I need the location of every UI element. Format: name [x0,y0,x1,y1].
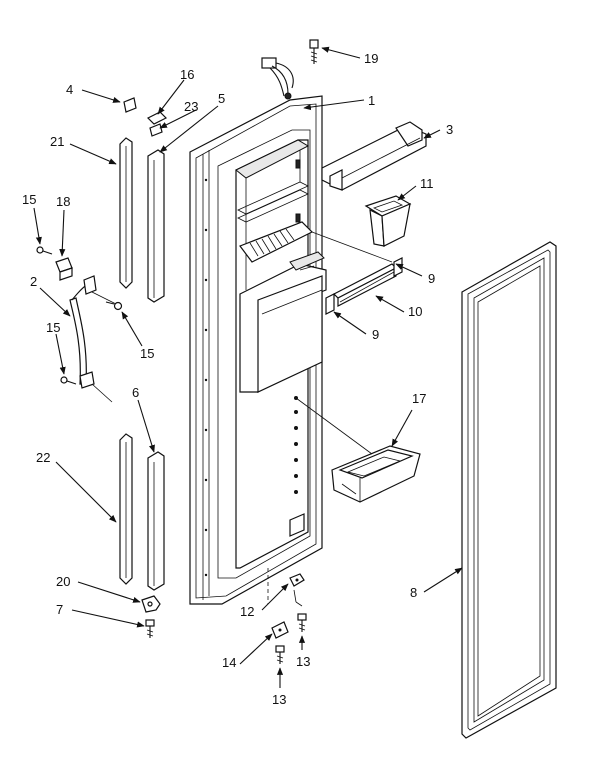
callout-4: 4 [66,82,73,97]
callout-23: 23 [184,99,198,114]
trim-strip-5 [147,149,165,303]
leader-lines [33,46,463,688]
callout-8: 8 [410,585,417,600]
handle-2 [69,275,117,403]
callout-15-right: 15 [140,346,154,361]
callout-10: 10 [408,304,422,319]
screw-15-lower [60,376,77,385]
door-edge-screws [204,178,208,577]
callout-7: 7 [56,602,63,617]
callout-9-lower: 9 [372,327,379,342]
callout-19: 19 [364,51,378,66]
callout-labels: 1 19 3 11 9 10 9 17 8 4 16 5 23 21 15 18… [22,51,453,707]
callout-9-upper: 9 [428,271,435,286]
screw-7 [145,619,155,638]
cap-4 [123,97,137,113]
screw-15-right [105,301,123,311]
callout-11: 11 [420,176,434,191]
wire-harness [261,57,294,100]
door-bin-17 [331,445,421,503]
hinge-14 [271,621,289,639]
hinge-dashed-axis [267,568,303,607]
cap-16 [146,111,168,125]
callout-16: 16 [180,67,194,82]
door-panel [189,57,327,605]
callout-13-bottom: 13 [272,692,286,707]
screw-19 [309,39,319,64]
callout-17: 17 [412,391,426,406]
ice-grille [239,213,314,263]
callout-5: 5 [218,91,225,106]
handle-mount-18 [55,257,73,281]
callout-1: 1 [368,93,375,108]
door-gasket-8 [461,241,557,739]
cap-23 [149,123,163,137]
callout-6: 6 [132,385,139,400]
callout-20: 20 [56,574,70,589]
callout-2: 2 [30,274,37,289]
callout-21: 21 [50,134,64,149]
callout-18: 18 [56,194,70,209]
callout-15-lower: 15 [46,320,60,335]
channel-10 [332,263,398,307]
screw-15-upper [36,246,53,255]
screw-13-upper [297,613,307,632]
clip-9-lower [325,293,335,315]
hinge-12 [289,573,305,587]
trim-strip-22 [119,433,133,585]
clip-9-upper [393,257,403,277]
chute-11 [364,195,412,247]
dispenser-cover [239,251,327,393]
callout-14: 14 [222,655,236,670]
trim-strip-6 [147,451,165,591]
clip-20 [141,595,161,613]
callout-3: 3 [446,122,453,137]
door-bin-3 [321,121,427,191]
callout-22: 22 [36,450,50,465]
callout-15-upper: 15 [22,192,36,207]
callout-12: 12 [240,604,254,619]
screw-13-lower [275,645,285,664]
trim-strip-21 [119,137,133,289]
callout-13-right: 13 [296,654,310,669]
